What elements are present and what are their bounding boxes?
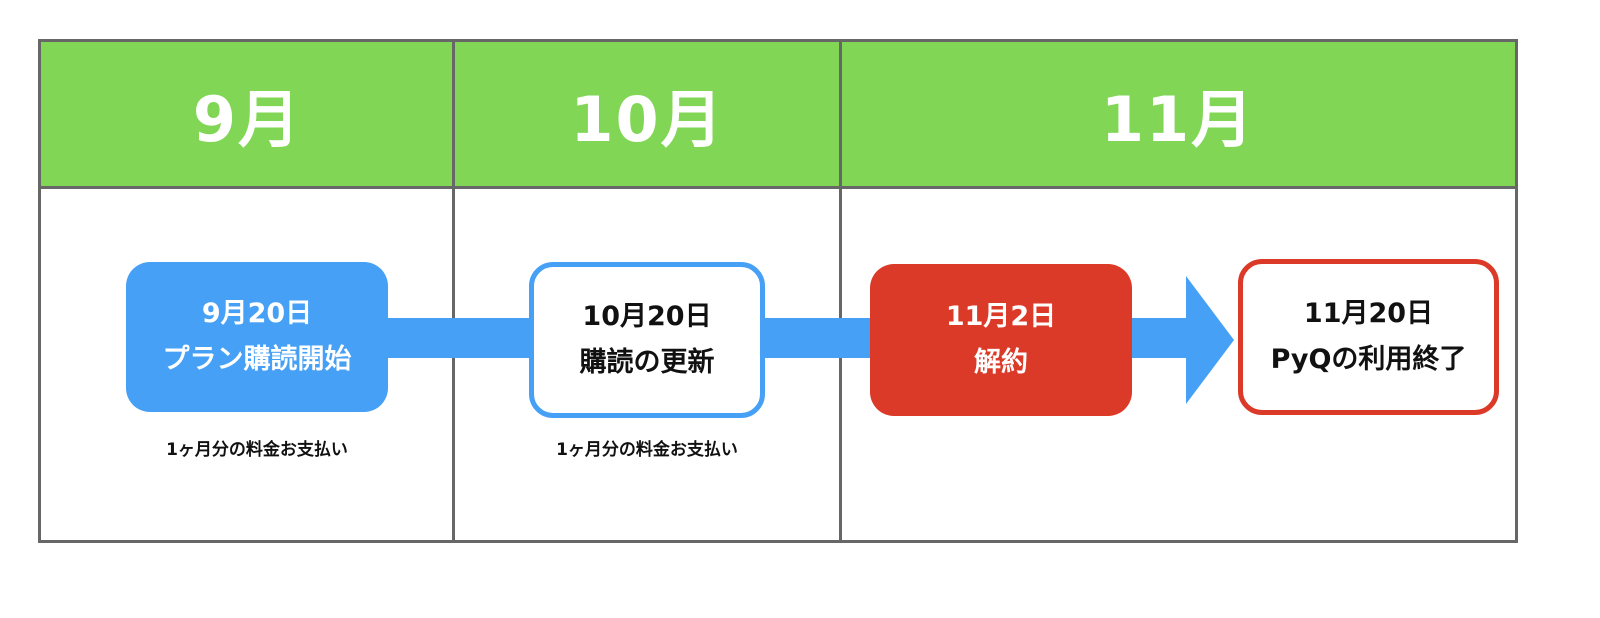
column-divider [452,42,455,540]
event-text: 解約 [974,347,1028,378]
flow-arrow-segment [762,318,874,358]
flow-arrow-segment [1131,318,1191,358]
column-divider [839,42,842,540]
event-text: PyQの利用終了 [1270,344,1467,375]
month-header-september: 9月 [41,42,454,189]
event-text: プラン購読開始 [162,344,352,375]
payment-note: 1ヶ月分の料金お支払い [556,440,738,460]
event-text: 購読の更新 [579,347,715,378]
month-header-november: 11月 [841,42,1515,189]
event-subscription-start: 9月20日 プラン購読開始 [126,262,388,412]
event-renewal: 10月20日 購読の更新 [529,262,765,418]
event-date: 9月20日 [201,298,313,330]
flow-arrow-segment [385,318,535,358]
event-date: 10月20日 [582,301,712,333]
event-date: 11月2日 [945,301,1057,333]
event-cancellation: 11月2日 解約 [870,264,1132,416]
event-date: 11月20日 [1303,298,1434,330]
flow-arrow-head [1186,276,1234,404]
month-header-october: 10月 [454,42,841,189]
payment-note: 1ヶ月分の料金お支払い [166,440,348,460]
event-service-end: 11月20日 PyQの利用終了 [1238,259,1499,415]
